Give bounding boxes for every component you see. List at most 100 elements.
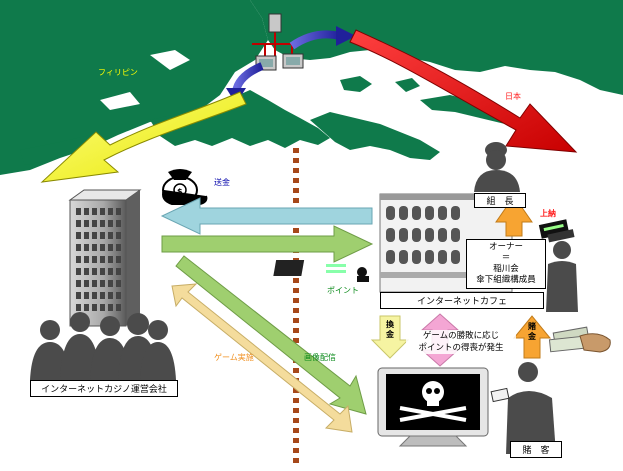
building-window [108, 280, 113, 287]
cafe-window [399, 228, 408, 242]
cafe-window [451, 206, 460, 220]
building-window [108, 268, 113, 275]
building-window [84, 244, 89, 251]
building-window [108, 232, 113, 239]
building-window [116, 256, 121, 263]
boss-label: 組 長 [474, 193, 526, 208]
building-window [108, 244, 113, 251]
building-window [100, 232, 105, 239]
building-window [76, 232, 81, 239]
building-window [84, 232, 89, 239]
building-window [108, 304, 113, 311]
betting-money-label: 賭金 [528, 322, 536, 341]
gambler-silhouette [490, 362, 556, 454]
boss-silhouette [474, 142, 520, 192]
cafe-window [399, 250, 408, 264]
yellow-arrow-to-philippines [40, 91, 247, 183]
building-window [100, 220, 105, 227]
building-window [92, 220, 97, 227]
cafe-window [425, 206, 434, 220]
server-network-icon [252, 13, 304, 71]
building-window [84, 268, 89, 275]
cafe-window [386, 250, 395, 264]
label-game-operation: ゲーム実施 [214, 352, 254, 362]
owner-line-3: 稲川会 [493, 264, 519, 274]
building-window [116, 292, 121, 299]
building-window [84, 256, 89, 263]
casino-company-label: インターネットカジノ運営会社 [30, 380, 178, 397]
building-window [100, 292, 105, 299]
owner-line-2: ＝ [501, 253, 511, 263]
cafe-window [438, 228, 447, 242]
owner-line-1: オーナー [488, 242, 523, 252]
money-stack-icon [273, 260, 369, 282]
map-philippines-landmass [0, 0, 440, 175]
building-window [100, 208, 105, 215]
building-window [100, 268, 105, 275]
label-remittance: 送金 [214, 177, 230, 187]
cafe-window [438, 250, 447, 264]
building-window [92, 232, 97, 239]
building-window [92, 292, 97, 299]
yellow-arrow-cashout [370, 315, 410, 359]
map-water-gaps [100, 50, 330, 110]
cafe-window [412, 228, 421, 242]
computer-monitor-icon [377, 367, 489, 447]
building-window [84, 304, 89, 311]
building-window [116, 220, 121, 227]
building-window [108, 220, 113, 227]
building-window [84, 292, 89, 299]
lightblue-arrow-remittance [160, 197, 373, 235]
cafe-window [399, 206, 408, 220]
red-arrow-to-japan [349, 29, 578, 153]
skull-crossbones-icon [399, 381, 467, 422]
green-arrow-points [161, 225, 374, 263]
cafe-window [412, 206, 421, 220]
cash-hand-icon [548, 326, 611, 353]
building-window [76, 268, 81, 275]
building-window [100, 280, 105, 287]
company-staff-silhouettes [30, 312, 176, 380]
cafe-window [438, 206, 447, 220]
building-window [76, 208, 81, 215]
orange-arrow-betting [512, 315, 552, 359]
cafe-window [451, 250, 460, 264]
building-window [100, 244, 105, 251]
cafe-window [425, 250, 434, 264]
building-window [76, 256, 81, 263]
game-result-line-1: ゲームの勝敗に応じ [422, 331, 500, 341]
building-window [116, 268, 121, 275]
game-result-label: ゲームの勝敗に応じ ポイントの得喪が発生 [406, 330, 516, 354]
green-arrow-image-delivery [175, 255, 367, 415]
building-window [84, 280, 89, 287]
owner-line-4: 傘下組織構成員 [476, 275, 536, 285]
owner-label: オーナー ＝ 稲川会 傘下組織構成員 [466, 239, 546, 289]
cafe-window [386, 206, 395, 220]
building-window [84, 220, 89, 227]
building-window [76, 304, 81, 311]
label-point: ポイント [327, 286, 359, 295]
orange-arrow-payoff [495, 195, 533, 237]
internet-cafe-label: インターネットカフェ [380, 292, 544, 309]
casino-company-building [68, 189, 142, 327]
building-window [92, 256, 97, 263]
label-philippines: フィリピン [98, 68, 138, 77]
cafe-window [425, 228, 434, 242]
building-window [76, 220, 81, 227]
building-window [108, 256, 113, 263]
building-window [100, 256, 105, 263]
building-window [108, 208, 113, 215]
cafe-window [451, 228, 460, 242]
owner-silhouette [546, 241, 578, 312]
label-payoff: 上納 [540, 208, 556, 218]
building-window [76, 292, 81, 299]
building-window [92, 208, 97, 215]
building-window [76, 244, 81, 251]
building-window [116, 304, 121, 311]
cafe-window [412, 250, 421, 264]
building-window [84, 208, 89, 215]
peach-arrow-game-operation [171, 283, 353, 433]
building-window [76, 280, 81, 287]
